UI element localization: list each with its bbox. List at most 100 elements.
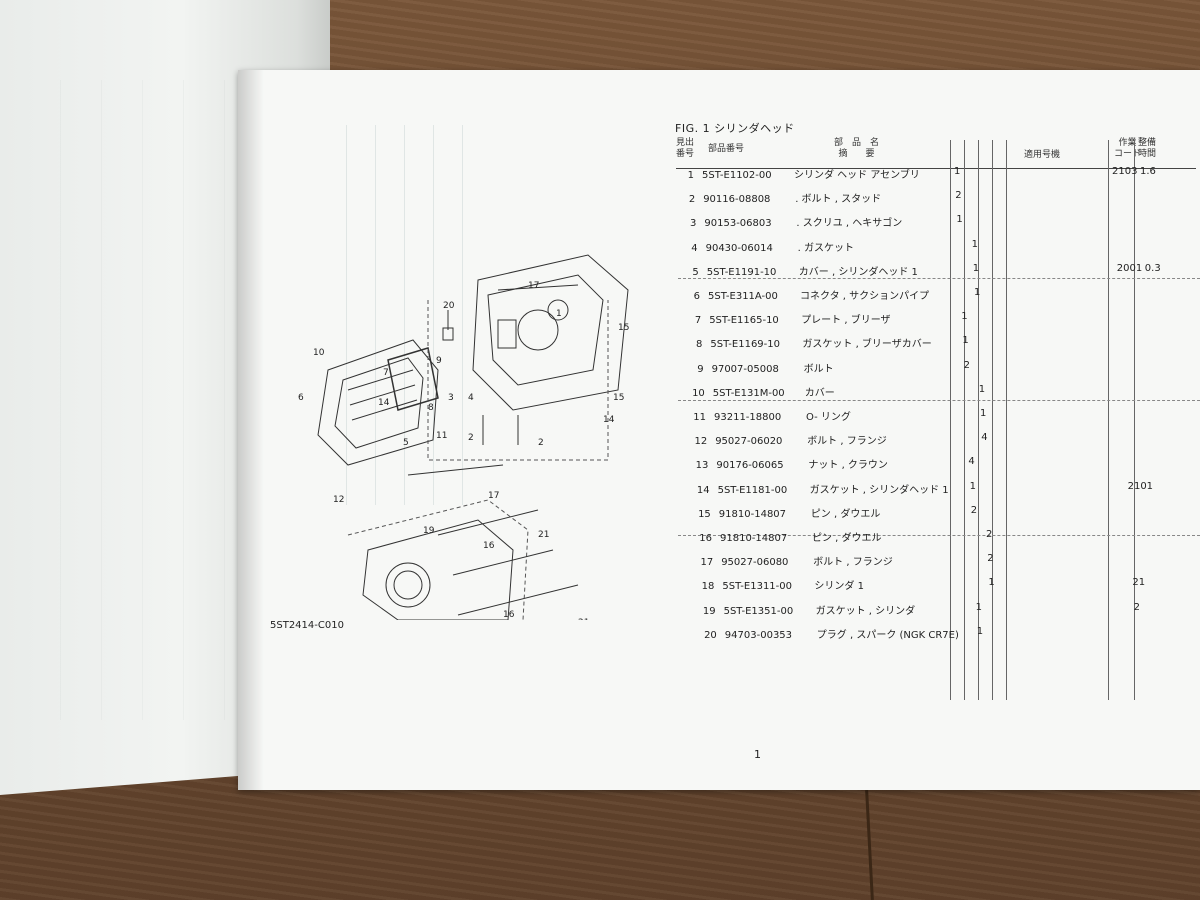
callout-label: 15 xyxy=(613,393,624,403)
part-number: 5ST-E1165-10 xyxy=(709,315,779,327)
ghost-columns xyxy=(318,125,488,505)
callout-label: 21 xyxy=(538,530,549,540)
ref-number: 18 xyxy=(701,581,715,593)
work-code: 2103 xyxy=(1112,166,1138,177)
quantity: 1 xyxy=(954,166,961,177)
header-part-no: 部品番号 xyxy=(708,144,745,154)
quantity: 1 xyxy=(975,601,982,613)
quantity: 1 xyxy=(962,335,969,347)
part-name: ピン , ダウエル xyxy=(812,533,882,544)
ref-number: 4 xyxy=(691,242,698,254)
callout-label: 19 xyxy=(423,526,435,536)
part-name: ピン , ダウエル xyxy=(810,508,881,520)
group-separator xyxy=(678,400,1200,401)
cylinder-head-shape xyxy=(472,254,629,411)
ref-number: 3 xyxy=(690,218,697,230)
header-ref-no: 見出 番号 xyxy=(676,138,695,159)
ref-number: 2 xyxy=(688,194,696,206)
quantity: 1 xyxy=(980,408,987,419)
callout-label: 10 xyxy=(313,348,325,358)
part-number: 5ST-E131M-00 xyxy=(712,387,785,399)
callout-label: 2 xyxy=(538,438,544,448)
part-name: ガスケット , シリンダヘッド 1 xyxy=(809,484,949,496)
ref-number: 17 xyxy=(700,557,714,569)
table-row: 6 5ST-E311A-00 コネクタ , サクションパイプ xyxy=(682,287,930,305)
quantity: 1 xyxy=(961,311,968,323)
ref-number: 14 xyxy=(696,484,710,496)
quantity: 2 xyxy=(987,553,994,565)
part-number: 5ST-E311A-00 xyxy=(708,291,778,302)
header-work-code: 作業 コード xyxy=(1114,138,1142,159)
work-time: 0.3 xyxy=(1144,262,1161,274)
part-number: 91810-14807 xyxy=(718,508,787,520)
ref-number: 6 xyxy=(693,291,700,302)
part-number: 97007-05008 xyxy=(711,363,779,375)
cylinder-shape xyxy=(362,519,514,620)
column-rule xyxy=(964,140,965,700)
ref-number: 16 xyxy=(699,533,712,544)
callout-label: 17 xyxy=(528,281,539,291)
part-number: 90430-06014 xyxy=(705,242,773,254)
ref-number: 1 xyxy=(687,170,694,181)
quantity: 2 xyxy=(963,359,970,371)
part-number: 5ST-E1169-10 xyxy=(710,339,780,351)
part-number: 95027-06080 xyxy=(721,557,789,569)
quantity: 1 xyxy=(974,287,981,298)
callout-label: 4 xyxy=(468,393,474,403)
column-rule xyxy=(1134,140,1135,700)
ref-number: 19 xyxy=(702,605,716,617)
table-row: 11 93211-18800 O- リング xyxy=(688,408,851,426)
quantity: 1 xyxy=(969,480,976,492)
group-separator xyxy=(678,278,1200,279)
callout-label: 5 xyxy=(403,438,409,448)
parts-catalog-page: FIG. 1 シリンダヘッド 見出 番号 部品番号 部 品 名 摘 要 適用号機… xyxy=(238,70,1200,790)
part-name: ナット , クラウン xyxy=(808,460,888,472)
part-name: O- リング xyxy=(806,412,851,423)
callout-label: 21 xyxy=(578,618,589,620)
callout-label: 7 xyxy=(383,368,389,378)
part-number: 93211-18800 xyxy=(714,412,782,423)
part-name: プレート , ブリーザ xyxy=(801,315,891,327)
table-row: 14 5ST-E1181-00 ガスケット , シリンダヘッド 1 xyxy=(692,481,949,499)
callout-label: 9 xyxy=(436,356,442,366)
quantity: 1 xyxy=(972,262,980,274)
ref-number: 11 xyxy=(693,412,706,423)
quantity: 1 xyxy=(956,214,963,226)
callout-label: 1 xyxy=(556,309,562,319)
quantity: 1 xyxy=(976,625,984,637)
part-name: ガスケット , ブリーザカバー xyxy=(802,339,932,351)
part-number: 5ST-E1191-10 xyxy=(706,266,777,278)
callout-label: 14 xyxy=(378,398,390,408)
page-fold-shadow xyxy=(238,70,264,790)
part-number: 5ST-E1102-00 xyxy=(702,170,772,181)
part-number: 5ST-E1181-00 xyxy=(717,484,788,496)
callout-label: 17 xyxy=(488,491,499,501)
ref-number: 12 xyxy=(694,436,708,448)
column-rule xyxy=(1108,140,1109,700)
group-separator xyxy=(678,535,1200,536)
part-number: 90153-06803 xyxy=(704,218,772,230)
work-code: 21 xyxy=(1132,577,1146,589)
quantity: 1 xyxy=(988,577,995,589)
part-number: 90176-06065 xyxy=(716,460,784,472)
quantity: 1 xyxy=(978,383,986,395)
header-rule xyxy=(676,168,1196,169)
callout-label: 3 xyxy=(448,393,454,403)
callout-label: 8 xyxy=(428,403,434,413)
part-name: コネクタ , サクションパイプ xyxy=(800,291,930,302)
part-name: ガスケット , シリンダ xyxy=(815,605,916,617)
part-name: ボルト , フランジ xyxy=(807,436,887,448)
